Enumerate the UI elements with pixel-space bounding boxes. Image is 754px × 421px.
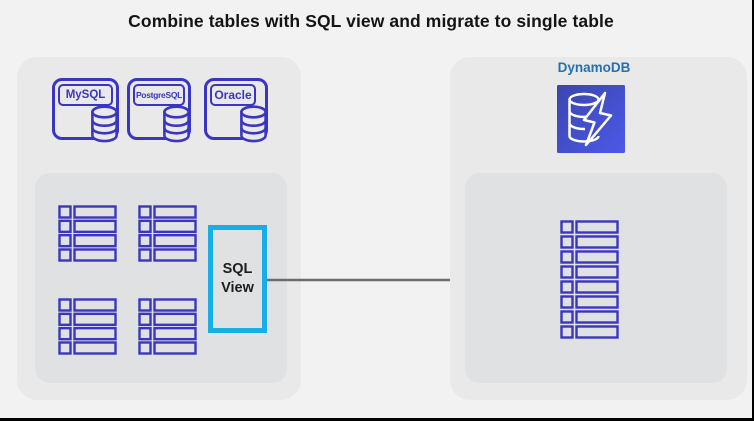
database-cylinder-icon [240,105,267,143]
source-tables-panel: SQL View [35,173,287,383]
oracle-label: Oracle [210,84,256,106]
postgresql-label: PostgreSQL [133,84,185,106]
dynamodb-label: DynamoDB [557,60,631,75]
postgresql-database-icon: PostgreSQL [127,78,191,143]
source-table-icon [58,205,117,267]
target-table-icon [560,220,619,344]
sql-view-label-line2: View [221,280,254,296]
database-cylinder-icon [91,105,118,143]
source-table-icon [138,298,197,360]
source-table-icon [138,205,197,267]
sql-view-box: SQL View [208,225,267,333]
oracle-database-icon: Oracle [204,78,268,143]
dynamodb-icon [557,84,625,154]
source-panel: MySQL PostgreSQL Oracle [17,57,301,400]
dynamodb-icon-art [557,85,625,153]
mysql-database-icon: MySQL [52,78,119,143]
mysql-label: MySQL [58,84,113,106]
sql-view-label-line1: SQL [222,261,253,278]
database-cylinder-icon [163,105,190,143]
target-panel: DynamoDB [450,57,747,400]
diagram-title: Combine tables with SQL view and migrate… [128,11,614,31]
source-table-icon [58,298,117,360]
target-table-panel [465,173,727,383]
